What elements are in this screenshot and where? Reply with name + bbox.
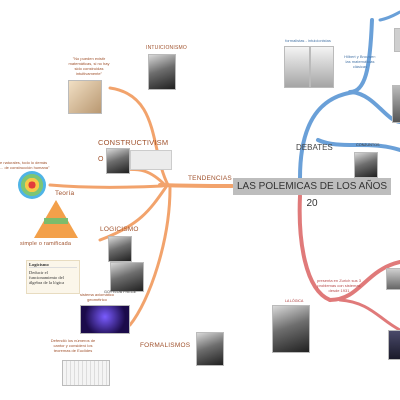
edge-image-right [386, 268, 400, 290]
edge-image-top [392, 85, 400, 123]
hilbert-brouwer-caption: Hilbert y Brouwer: las matemáticas clási… [344, 54, 376, 69]
edge-image-upper [394, 28, 400, 52]
la-logica-label[interactable]: LA LÓGICA [285, 299, 304, 303]
teoria-label[interactable]: Teoría [55, 190, 75, 197]
caricature-left-image [284, 46, 310, 88]
naturales-quote: e naturales, todo lo demás ... de constr… [0, 160, 50, 170]
branch-formalismos [128, 186, 172, 327]
branch-debates-right [378, 10, 400, 22]
branch-teoria [48, 183, 164, 189]
branch-debates-lower [316, 138, 400, 152]
godel-portrait [272, 305, 310, 353]
card-body: Deducir el funcionamiento del álgebra de… [29, 270, 65, 285]
branch-logica-lower [338, 298, 400, 332]
caricature-right-image [310, 46, 334, 88]
central-topic[interactable]: LAS POLEMICAS DE LOS AÑOS 20 [233, 178, 391, 209]
cantor-table-image [62, 360, 110, 386]
logicismo-label[interactable]: LOGICISMO [100, 226, 139, 233]
card-title: Logicismo [29, 262, 77, 268]
axiomas-caption: sistema axiomático geométrico [80, 292, 115, 302]
constructivism-label[interactable]: CONSTRUCTIVISM [98, 138, 169, 147]
branch-la-logica [297, 194, 332, 302]
logicist-portrait [108, 236, 132, 262]
top-caption: formalistas - intuicionistas [285, 38, 331, 43]
brouwer-portrait [148, 54, 176, 90]
godel-caption: presenta en Zurich sus 3 problemas con s… [316, 278, 362, 293]
branch-tendencias [158, 183, 234, 188]
branch-debates [298, 90, 357, 180]
edge-image-lower [388, 330, 400, 360]
branch-logicismo [98, 185, 168, 242]
tendencias-label[interactable]: TENDENCIAS [188, 175, 232, 182]
formalismos-label[interactable]: FORMALISMOS [140, 342, 191, 349]
constructivist-portrait [106, 148, 130, 174]
hilbert-portrait [196, 332, 224, 366]
frege-portrait [110, 262, 144, 292]
branch-logica-right [328, 260, 400, 302]
logicismo-card: Logicismo Deducir el funcionamiento del … [26, 260, 80, 294]
quote-card-image [130, 150, 172, 170]
branch-intuicionismo [108, 86, 170, 187]
gottlob-frege-label: GOTTLOB FREGE [104, 290, 137, 294]
geometry-image [80, 305, 130, 334]
intuicion-quote: "No pueden existir matemáticas, si no ha… [68, 56, 110, 76]
constructivism-o-label: O [98, 156, 104, 163]
hilbert-caption: Defendió los números de cantor y conside… [50, 338, 96, 353]
simple-ramificada-label: simple o ramificada [20, 241, 72, 247]
cantor-portrait [354, 152, 378, 178]
conjuntos-label: CONJUNTOS [356, 143, 380, 147]
target-icon [18, 171, 46, 199]
intuicionismo-label[interactable]: INTUICIONISMO [146, 45, 187, 51]
debates-label[interactable]: DEBATES [296, 143, 333, 152]
sketch-image [68, 80, 102, 114]
pyramid-layer-icon [44, 218, 68, 224]
